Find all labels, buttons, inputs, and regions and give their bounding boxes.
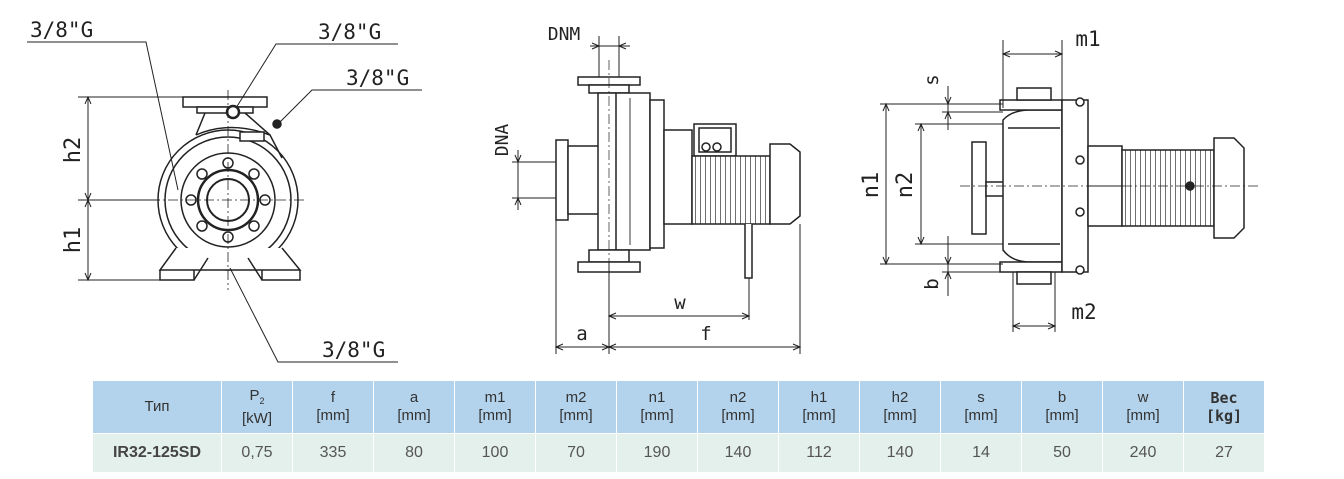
col-header-label: b bbox=[1057, 389, 1067, 406]
side-view-dimensions bbox=[512, 36, 802, 354]
cell-m2: 70 bbox=[535, 433, 617, 473]
label-g-bottom: 3/8"G bbox=[322, 338, 385, 362]
col-header-unit: [kg] bbox=[1205, 407, 1243, 425]
cell-b: 50 bbox=[1021, 433, 1103, 473]
col-header-w: w[mm] bbox=[1102, 380, 1184, 434]
col-header-f: f[mm] bbox=[292, 380, 374, 434]
col-header-label: h2 bbox=[891, 389, 909, 406]
cell-w: 240 bbox=[1102, 433, 1184, 473]
cell-f: 335 bbox=[292, 433, 374, 473]
col-header-unit: [mm] bbox=[397, 407, 431, 424]
col-header-unit: [mm] bbox=[883, 407, 917, 424]
col-header-unit: [kW] bbox=[242, 409, 272, 427]
col-header-unit: [mm] bbox=[1126, 407, 1160, 424]
col-header-label: f bbox=[330, 389, 336, 406]
cell-a: 80 bbox=[373, 433, 455, 473]
col-header-label: n2 bbox=[729, 389, 747, 406]
col-header-weight: Вес[kg] bbox=[1183, 380, 1265, 434]
col-header-s: s[mm] bbox=[940, 380, 1022, 434]
col-header-label: h1 bbox=[810, 389, 828, 406]
cell-weight: 27 bbox=[1183, 433, 1265, 473]
cell-s: 14 bbox=[940, 433, 1022, 473]
label-s: s bbox=[921, 74, 943, 85]
label-h1: h1 bbox=[61, 227, 86, 254]
col-header-n2: n2[mm] bbox=[697, 380, 779, 434]
label-w: w bbox=[674, 292, 686, 314]
col-header-h2: h2[mm] bbox=[859, 380, 941, 434]
table-row: IR32-125SD 0,75 335 80 100 70 190 140 11… bbox=[92, 433, 1265, 473]
cell-m1: 100 bbox=[454, 433, 536, 473]
top-view-dimensions bbox=[880, 40, 1260, 332]
col-header-type: Тип bbox=[92, 380, 222, 434]
col-header-unit: [mm] bbox=[316, 407, 350, 424]
col-header-m1: m1[mm] bbox=[454, 380, 536, 434]
col-header-label: a bbox=[409, 389, 419, 406]
label-g-top-mid: 3/8"G bbox=[318, 20, 381, 44]
col-header-unit: [mm] bbox=[802, 407, 836, 424]
col-header-a: a[mm] bbox=[373, 380, 455, 434]
cell-p2: 0,75 bbox=[221, 433, 293, 473]
col-header-unit: [mm] bbox=[1045, 407, 1079, 424]
spec-table: Тип P2[kW] f[mm] a[mm] m1[mm] m2[mm] n1[… bbox=[92, 380, 1265, 473]
col-header-label: Тип bbox=[144, 398, 170, 415]
label-g-top-left: 3/8"G bbox=[30, 18, 93, 42]
cell-h2: 140 bbox=[859, 433, 941, 473]
pump-dimension-drawing: 3/8"G 3/8"G 3/8"G 3/8"G h2 h1 DNM DNA a … bbox=[27, 18, 1260, 363]
col-header-label: m2 bbox=[565, 389, 587, 406]
col-header-h1: h1[mm] bbox=[778, 380, 860, 434]
label-m1: m1 bbox=[1075, 27, 1100, 51]
col-header-p2: P2[kW] bbox=[221, 380, 293, 434]
col-header-label: s bbox=[977, 389, 985, 406]
label-dnm: DNM bbox=[548, 24, 581, 45]
spec-table-header: Тип P2[kW] f[mm] a[mm] m1[mm] m2[mm] n1[… bbox=[92, 380, 1265, 434]
col-header-unit: [mm] bbox=[964, 407, 998, 424]
cell-n2: 140 bbox=[697, 433, 779, 473]
label-n1: n1 bbox=[859, 172, 884, 199]
col-header-label: w bbox=[1137, 389, 1149, 406]
top-view bbox=[971, 87, 1245, 285]
cell-h1: 112 bbox=[778, 433, 860, 473]
label-b: b bbox=[921, 278, 943, 289]
label-n2: n2 bbox=[893, 172, 918, 199]
front-view bbox=[150, 90, 305, 290]
label-m2: m2 bbox=[1071, 300, 1096, 324]
front-view-dimensions bbox=[27, 41, 422, 363]
label-f: f bbox=[700, 323, 711, 345]
col-header-label: m1 bbox=[484, 389, 506, 406]
side-view bbox=[555, 76, 801, 279]
label-h2: h2 bbox=[61, 137, 86, 164]
col-header-unit: [mm] bbox=[640, 407, 674, 424]
col-header-label: Вес bbox=[1210, 389, 1238, 407]
col-header-unit: [mm] bbox=[721, 407, 755, 424]
col-header-unit: [mm] bbox=[478, 407, 512, 424]
cell-n1: 190 bbox=[616, 433, 698, 473]
col-header-b: b[mm] bbox=[1021, 380, 1103, 434]
label-g-right: 3/8"G bbox=[346, 66, 409, 90]
col-header-unit: [mm] bbox=[559, 407, 593, 424]
col-header-n1: n1[mm] bbox=[616, 380, 698, 434]
col-header-label: n1 bbox=[648, 389, 666, 406]
label-dna: DNA bbox=[492, 124, 513, 157]
col-header-m2: m2[mm] bbox=[535, 380, 617, 434]
label-a: a bbox=[576, 323, 587, 345]
cell-model: IR32-125SD bbox=[92, 433, 222, 473]
